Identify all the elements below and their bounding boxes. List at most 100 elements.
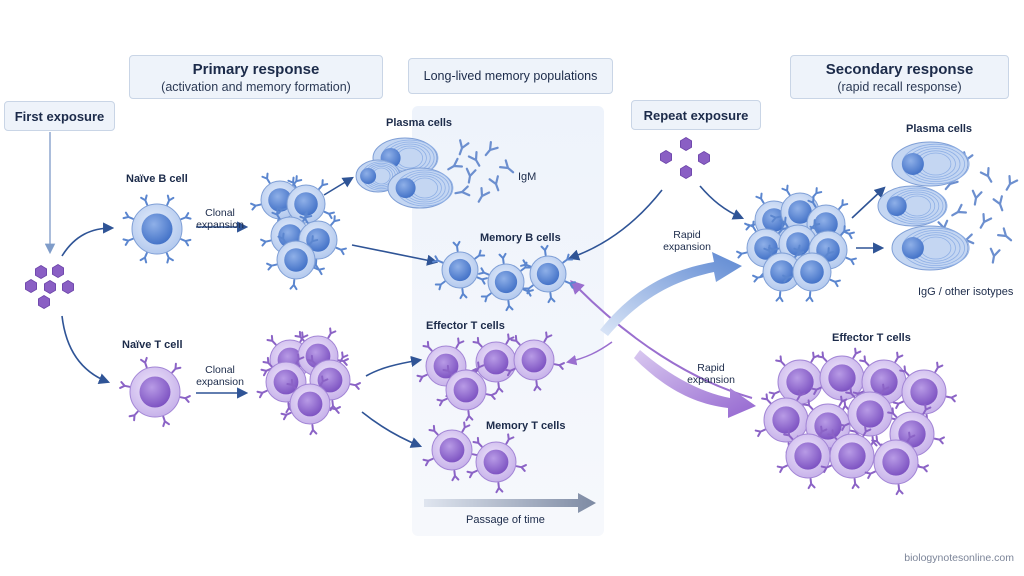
primary-response-box: Primary response (activation and memory … [129, 55, 383, 99]
first-exposure-box: First exposure [4, 101, 115, 131]
igm-label: IgM [518, 171, 537, 183]
repeat-exposure-label: Repeat exposure [643, 108, 749, 123]
primary-t-cluster-cell-4 [280, 375, 341, 436]
antibodies [447, 139, 1019, 264]
rapid-expansion-t-label: Rapid expansion [687, 362, 735, 386]
antigen-first-2 [24, 279, 37, 293]
memory-panel-background [412, 106, 604, 536]
arrow-rapid-expansion-b [600, 252, 742, 336]
first-exposure-label: First exposure [14, 109, 105, 124]
secondary-response-title: Secondary response [825, 61, 974, 78]
effector-t-secondary-cell-3 [892, 361, 957, 426]
naive-t-cell [119, 356, 191, 428]
arrow-b-cluster-to-memory-b [351, 244, 439, 266]
arrows [44, 132, 886, 513]
arrow-antigen-to-naive-b [61, 222, 115, 257]
memory-t-cell-0 [422, 421, 483, 482]
antibody-igg-6 [979, 212, 993, 229]
arrow-rapid-expansion-t [634, 350, 756, 418]
arrow-secondary-b-to-plasma-upper [851, 186, 886, 219]
primary-response-subtitle: (activation and memory formation) [161, 80, 351, 94]
passage-of-time-label: Passage of time [466, 514, 545, 526]
antigen-first-0 [35, 265, 47, 279]
arrow-t-cluster-to-memory-t [361, 411, 423, 448]
effector-t-secondary-cell-9 [820, 425, 885, 490]
effector-t-secondary-cell-10 [864, 431, 929, 496]
memory-t-cell-1 [466, 433, 527, 494]
effector-t-cells-secondary-label: Effector T cells [832, 332, 911, 344]
antibody-igm-3 [465, 167, 477, 184]
repeat-exposure-box: Repeat exposure [631, 100, 761, 130]
memory-b-cell-0 [432, 240, 488, 300]
antigen-first-3 [44, 280, 56, 294]
antibody-igm-0 [458, 139, 470, 156]
antibody-igm-1 [467, 150, 481, 167]
arrow-memory-to-effector-t-secondary [570, 280, 753, 399]
secondary-plasma-cell-0 [891, 141, 970, 187]
naive-b-cell [122, 194, 192, 264]
rapid-expansion-b-label: Rapid expansion [663, 229, 711, 253]
secondary-response-subtitle: (rapid recall response) [837, 80, 962, 94]
antigen-repeat-1 [660, 150, 672, 164]
effector-t-primary-cell-3 [436, 361, 497, 422]
secondary-plasma-cell-1 [877, 185, 948, 227]
arrow-t-cluster-to-effector-t [365, 355, 423, 377]
secondary-b-cluster-cell-6 [752, 244, 811, 303]
antibody-igg-5 [951, 203, 968, 217]
primary-plasma-cell-2 [387, 167, 454, 209]
memory-t-cells-label: Memory T cells [486, 420, 566, 432]
antibody-igg-1 [979, 166, 993, 183]
antigen-repeat-3 [680, 165, 692, 179]
effector-t-secondary-cell-0 [768, 351, 833, 416]
antigens [24, 137, 710, 309]
plasma-cells-primary-label: Plasma cells [386, 117, 453, 129]
passage-of-time-arrow [424, 493, 596, 513]
antibody-igg-9 [989, 247, 1001, 264]
primary-b-cluster-cell-1 [276, 176, 335, 235]
effector-t-cells-primary-label: Effector T cells [426, 320, 505, 332]
cells [119, 137, 970, 496]
plasma-cells-secondary-label: Plasma cells [906, 123, 973, 135]
effector-t-secondary-cell-1 [810, 347, 875, 412]
clonal-expansion-t-label: Clonal expansion [196, 364, 244, 388]
memory-b-cell-2 [520, 244, 576, 304]
antibody-igm-4 [488, 175, 500, 192]
naive-t-cell-label: Naïve T cell [122, 339, 183, 351]
antibody-igm-2 [484, 141, 499, 157]
memory-b-cells-label: Memory B cells [480, 232, 561, 244]
antibody-igm-5 [447, 157, 464, 171]
effector-t-secondary-cell-8 [776, 425, 841, 490]
antigen-first-1 [52, 264, 64, 278]
arrow-repeat-to-memory-b [567, 189, 663, 261]
antibody-igm-8 [454, 185, 471, 197]
memory-populations-title: Long-lived memory populations [423, 69, 598, 83]
antibody-igm-6 [477, 186, 491, 203]
secondary-response-box: Secondary response (rapid recall respons… [790, 55, 1009, 99]
arrow-b-cluster-to-plasma [323, 176, 354, 196]
antibody-igg-3 [971, 189, 983, 206]
effector-t-primary-cell-1 [466, 333, 527, 394]
naive-b-cell-label: Naïve B cell [126, 173, 188, 185]
secondary-plasma-cell-2 [891, 225, 970, 271]
antigen-first-5 [38, 295, 50, 309]
antigen-repeat-2 [698, 151, 710, 165]
antibody-igg-4 [992, 195, 1004, 212]
clonal-expansion-b-label: Clonal expansion [196, 207, 244, 231]
memory-populations-box: Long-lived memory populations [408, 58, 613, 94]
credit-text: biologynotesonline.com [904, 552, 1014, 564]
arrow-repeat-to-b-cluster [699, 185, 745, 220]
igg-label: IgG / other isotypes [918, 286, 1014, 298]
antibody-igm-7 [499, 159, 515, 174]
arrow-rapid-to-effector-t-primary [565, 341, 613, 366]
arrow-antigen-to-naive-t [61, 315, 111, 385]
effector-t-primary-cell-2 [504, 331, 565, 392]
antibody-igg-11 [1005, 174, 1019, 191]
antigen-repeat-0 [680, 137, 692, 151]
antibody-igg-7 [997, 227, 1013, 242]
primary-response-title: Primary response [192, 61, 320, 78]
antigen-first-4 [62, 280, 74, 294]
primary-b-cluster-cell-4 [266, 232, 325, 291]
effector-t-secondary-cell-6 [838, 383, 903, 448]
secondary-b-cluster-cell-7 [782, 244, 841, 303]
